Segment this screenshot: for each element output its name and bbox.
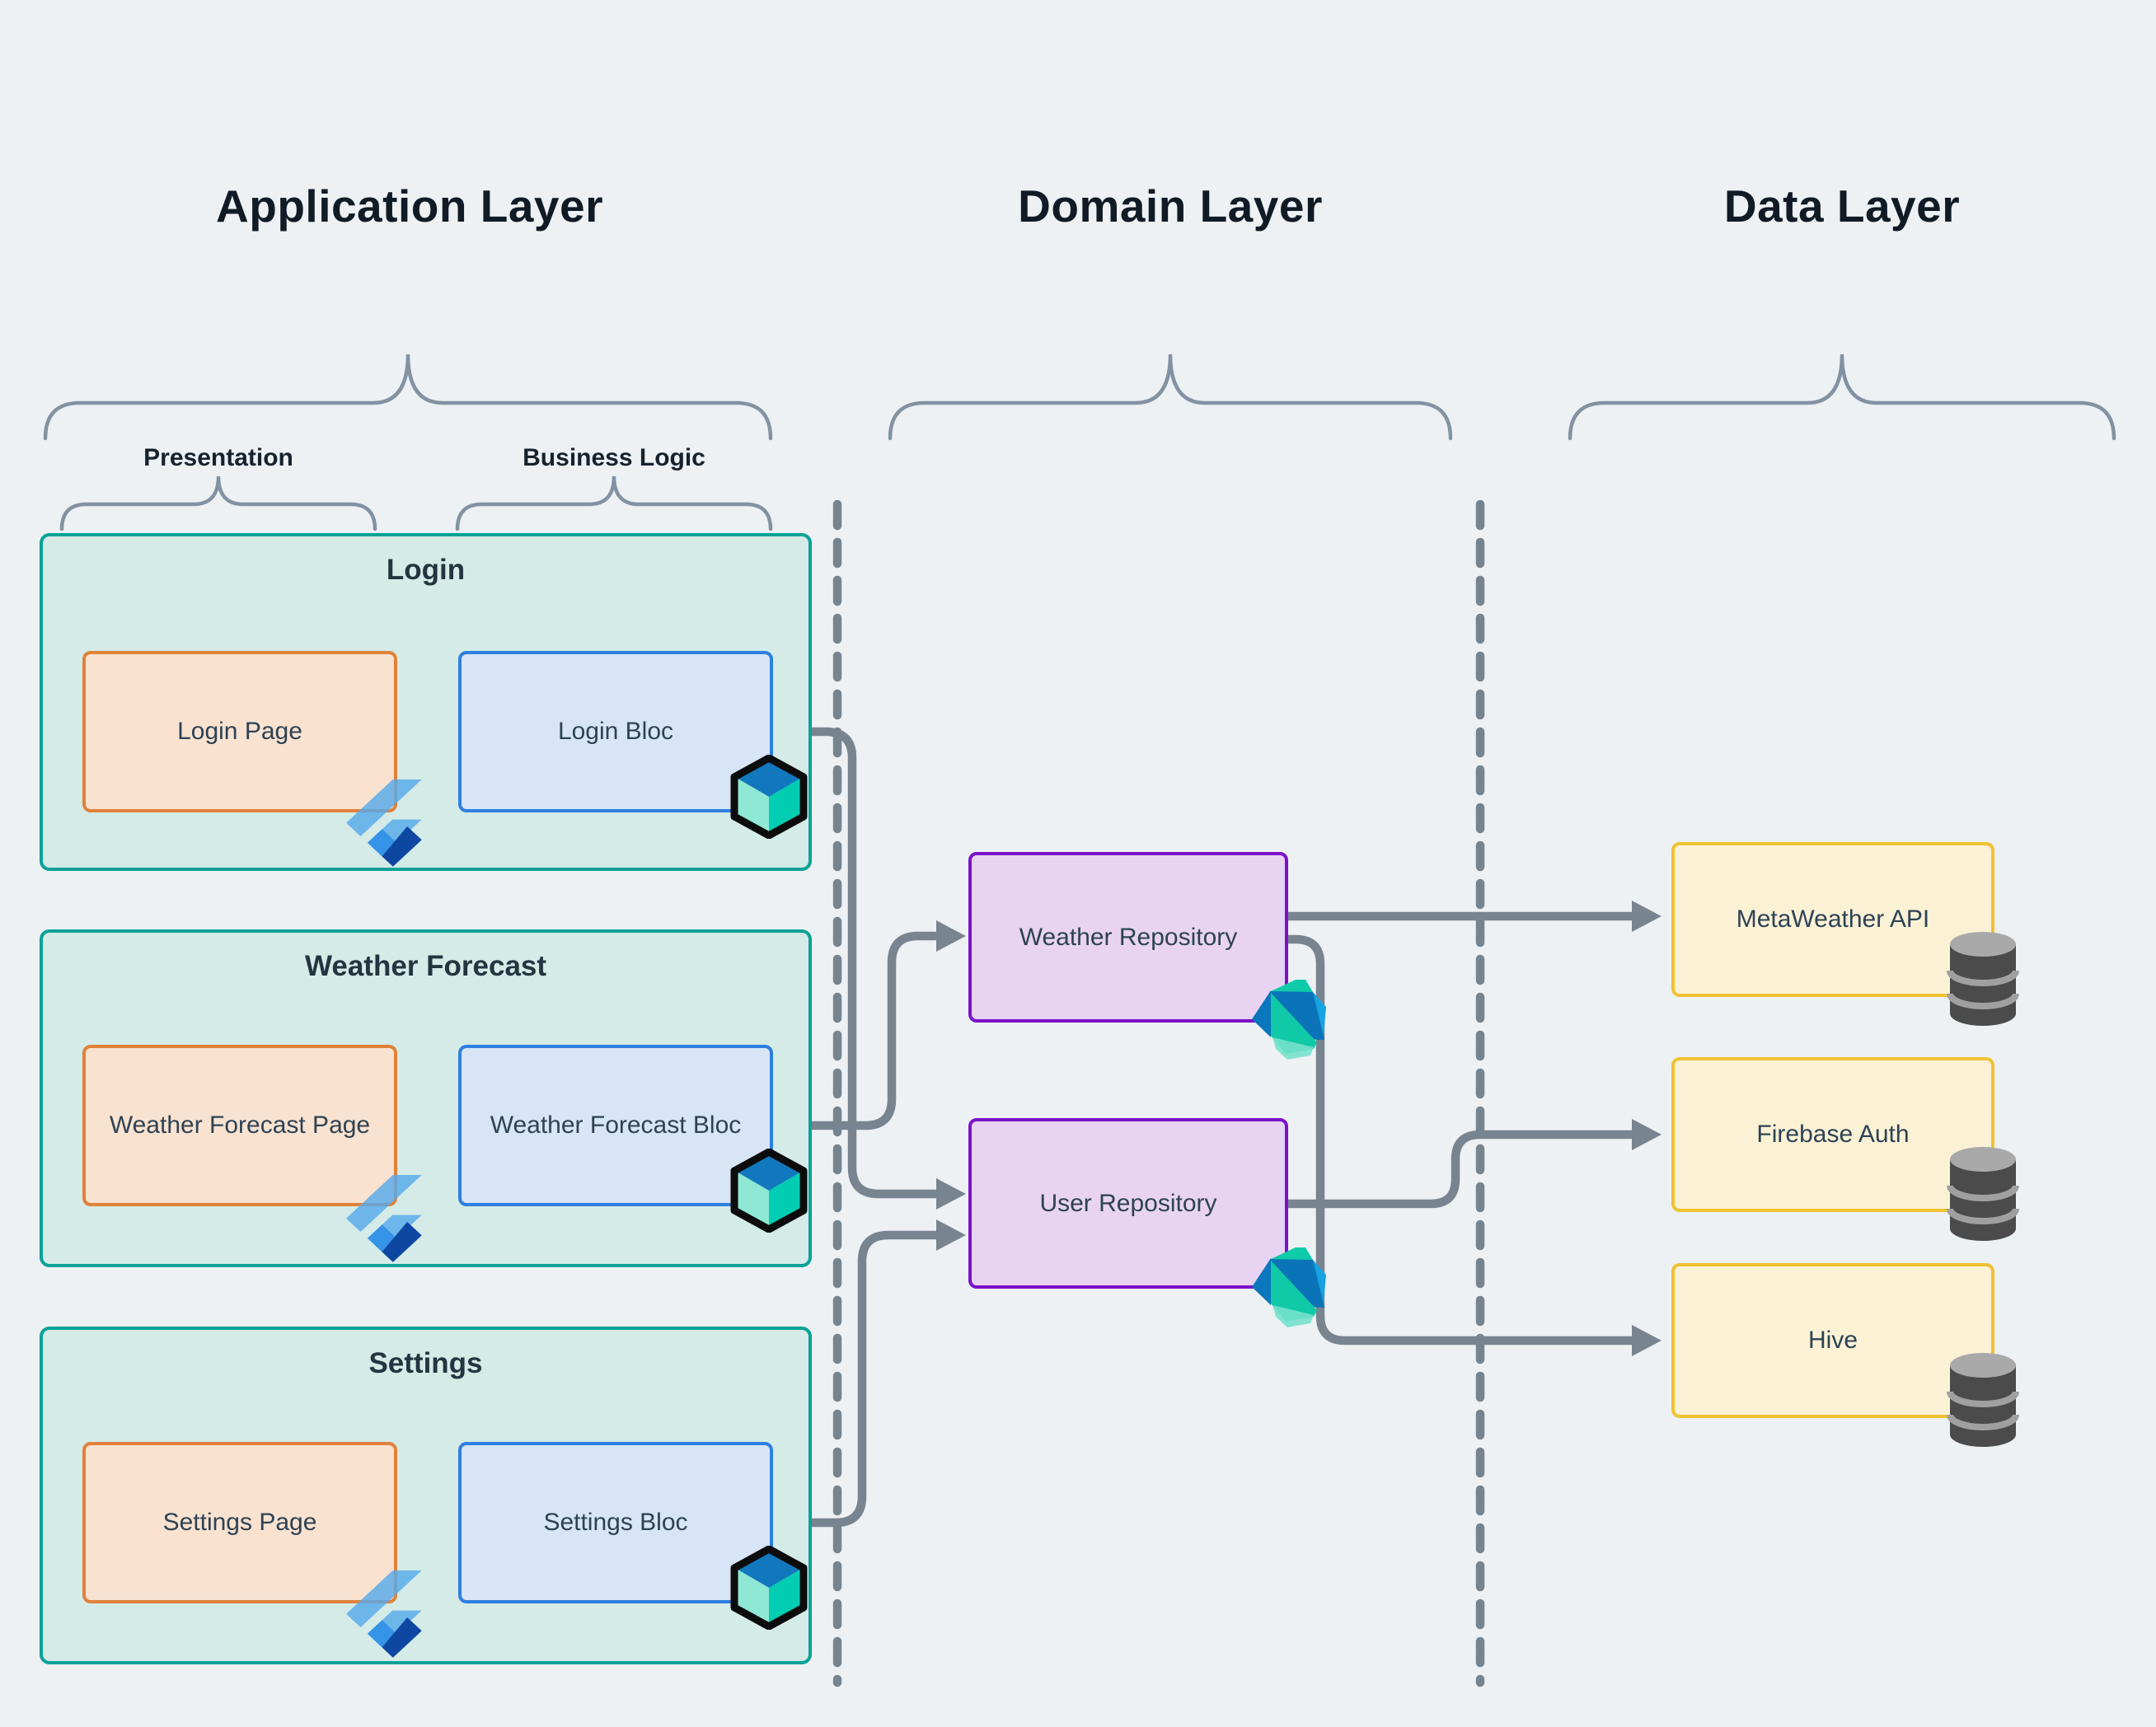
arrow-into-weather-repository: [936, 920, 966, 952]
hive-box: Hive: [1671, 1263, 1994, 1418]
login-page-box: Login Page: [82, 651, 397, 812]
arrow-into-user-repository-top: [936, 1178, 966, 1210]
settings-page-label: Settings Page: [162, 1509, 317, 1536]
login-group-title: Login: [386, 554, 466, 586]
presentation-label: Presentation: [143, 444, 293, 471]
dart-icon: [1252, 980, 1326, 1060]
settings-bloc-box: Settings Bloc: [458, 1442, 773, 1603]
domain-layer-brace: [888, 353, 1453, 441]
domain-layer-title: Domain Layer: [1018, 180, 1323, 232]
weather-forecast-bloc-box: Weather Forecast Bloc: [458, 1045, 773, 1206]
bloc-cube-icon: [730, 1546, 808, 1630]
application-layer-title: Application Layer: [216, 180, 603, 232]
login-bloc-box: Login Bloc: [458, 651, 773, 812]
firebase-auth-label: Firebase Auth: [1756, 1121, 1910, 1148]
database-icon: [1947, 932, 2019, 1026]
arrow-into-metaweather: [1632, 901, 1662, 932]
settings-bloc-label: Settings Bloc: [543, 1509, 688, 1536]
data-layer-brace: [1568, 353, 2116, 441]
data-layer-title: Data Layer: [1723, 180, 1961, 232]
layer-dividers: [832, 499, 1485, 1687]
settings-group-title: Settings: [368, 1347, 483, 1379]
bloc-cube-icon: [730, 1149, 808, 1233]
database-icon: [1947, 1353, 2019, 1447]
dart-icon: [1252, 1247, 1326, 1327]
application-layer-brace: [43, 353, 773, 441]
weather-forecast-group-title: Weather Forecast: [304, 950, 547, 982]
arrow-into-hive: [1632, 1325, 1662, 1356]
login-page-label: Login Page: [177, 718, 302, 745]
database-icon: [1947, 1147, 2019, 1241]
flutter-icon: [346, 1175, 422, 1262]
weather-repository-label: Weather Repository: [1019, 923, 1238, 951]
weather-forecast-page-box: Weather Forecast Page: [82, 1045, 397, 1206]
business-logic-label: Business Logic: [523, 444, 705, 471]
settings-page-box: Settings Page: [82, 1442, 397, 1603]
presentation-brace: [59, 475, 377, 531]
login-bloc-label: Login Bloc: [557, 718, 674, 745]
user-repository-label: User Repository: [1039, 1189, 1217, 1217]
weather-forecast-page-label: Weather Forecast Page: [109, 1112, 371, 1139]
weather-repository-to-hive-line: [1281, 934, 1643, 1346]
metaweather-api-box: MetaWeather API: [1671, 842, 1994, 997]
arrow-into-firebase: [1632, 1119, 1662, 1150]
user-repository-to-firebase-line: [1281, 1130, 1643, 1209]
weather-forecast-bloc-label: Weather Forecast Bloc: [490, 1112, 742, 1139]
weather-repository-box: Weather Repository: [968, 852, 1288, 1023]
hive-label: Hive: [1807, 1327, 1858, 1354]
bloc-cube-icon: [730, 755, 808, 839]
business-logic-brace: [455, 475, 773, 531]
flutter-icon: [346, 1570, 422, 1658]
flutter-icon: [346, 779, 422, 867]
user-repository-box: User Repository: [968, 1118, 1288, 1289]
arrow-into-user-repository-bottom: [936, 1219, 966, 1251]
firebase-auth-box: Firebase Auth: [1671, 1057, 1994, 1212]
metaweather-api-label: MetaWeather API: [1736, 906, 1930, 933]
